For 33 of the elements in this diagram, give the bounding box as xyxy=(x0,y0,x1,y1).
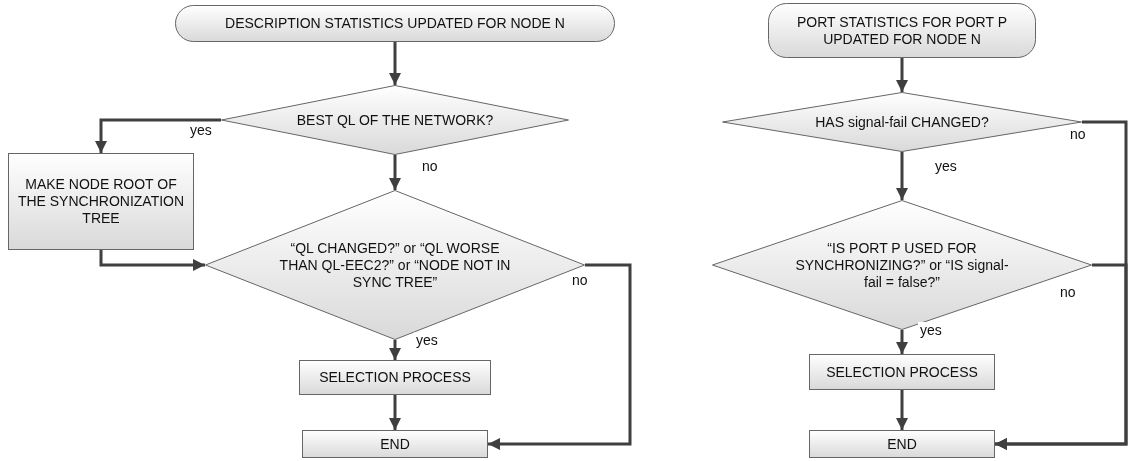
edge-label: yes xyxy=(414,332,440,348)
arrow xyxy=(389,155,401,190)
process-box xyxy=(809,430,995,458)
process-box xyxy=(302,430,488,458)
node-text: “IS PORT P USED FOR SYNCHRONIZING?” or “IS signal-fail = false?” xyxy=(794,239,1010,291)
arrow xyxy=(95,118,221,153)
node-text: END xyxy=(887,435,917,453)
node-text: SELECTION PROCESS xyxy=(319,369,471,386)
node-text: PORT STATISTICS FOR PORT P UPDATED FOR NODE N xyxy=(795,13,1008,48)
node-text: HAS signal-fail CHANGED? xyxy=(815,113,989,131)
arrow xyxy=(896,390,908,430)
process-box xyxy=(809,354,995,390)
arrow xyxy=(389,42,401,85)
node-text: MAKE NODE ROOT OF THE SYNCHRONIZATION TREE xyxy=(16,176,186,227)
terminator-box xyxy=(175,5,615,42)
arrow xyxy=(896,330,908,354)
node-text: “QL CHANGED?” or “QL WORSE THAN QL-EEC2?” or “NODE NOT IN SYNC TREE” xyxy=(278,239,512,291)
arrow xyxy=(896,58,908,92)
arrow xyxy=(389,395,401,430)
process-box xyxy=(8,153,194,250)
arrow xyxy=(488,263,632,450)
arrow xyxy=(99,250,205,271)
decision-diamond xyxy=(221,85,569,155)
arrow xyxy=(995,263,1128,450)
terminator-box xyxy=(768,3,1036,58)
arrow xyxy=(389,340,401,360)
arrow xyxy=(896,152,908,200)
process-box xyxy=(299,360,491,395)
node-text: SELECTION PROCESS xyxy=(826,363,978,381)
node-text: BEST QL OF THE NETWORK? xyxy=(296,111,494,129)
edge-label: yes xyxy=(918,322,944,338)
node-text: END xyxy=(380,435,410,453)
node-text: DESCRIPTION STATISTICS UPDATED FOR NODE N xyxy=(225,15,565,32)
